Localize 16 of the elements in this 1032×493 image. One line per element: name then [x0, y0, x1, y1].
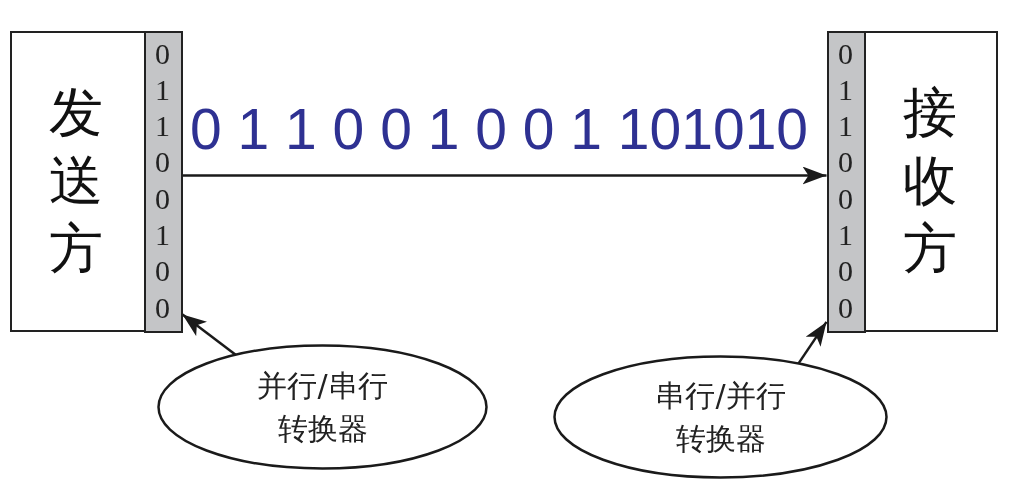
- converter-ellipse: [553, 355, 888, 479]
- box-label: 发送方: [49, 80, 103, 282]
- arrow: [182, 166, 827, 185]
- bit-register: [826, 30, 866, 333]
- edge-label: 0 1 1 0 0 1 0 0 1 101010: [190, 101, 809, 158]
- bit-register: [143, 30, 183, 333]
- box-label: 接收方: [903, 80, 957, 282]
- endpoint-box: [827, 31, 998, 332]
- bit-sequence: 0 1 1 0 0 1 0 0: [837, 35, 854, 326]
- converter-label: 并行/串行转换器: [256, 367, 389, 448]
- endpoint-box: [10, 31, 182, 332]
- arrow: [181, 313, 237, 356]
- arrow: [797, 321, 828, 365]
- bit-sequence: 0 1 1 0 0 1 0 0: [154, 35, 171, 326]
- converter-ellipse: [157, 344, 488, 470]
- converter-label: 串行/并行转换器: [654, 377, 787, 458]
